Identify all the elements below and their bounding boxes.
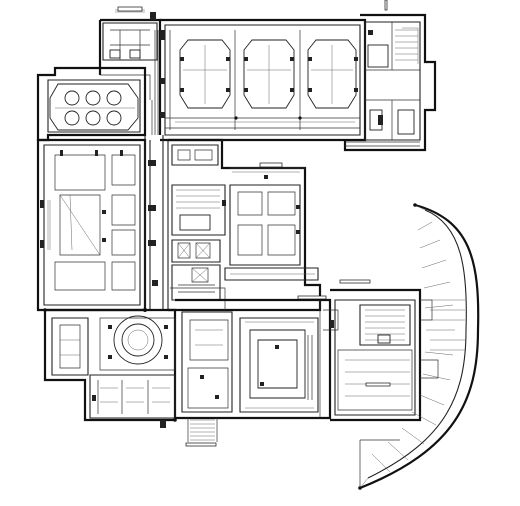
banquet-hall-top [160, 18, 367, 142]
central-core [168, 138, 322, 312]
upper-left-block [98, 6, 162, 135]
stair-core-top-right [343, 0, 437, 152]
lower-center-atrium [175, 295, 339, 447]
lower-left-block [43, 308, 177, 428]
left-wing [36, 66, 169, 312]
lower-right-stair [330, 279, 439, 422]
curved-canopy [358, 203, 480, 490]
